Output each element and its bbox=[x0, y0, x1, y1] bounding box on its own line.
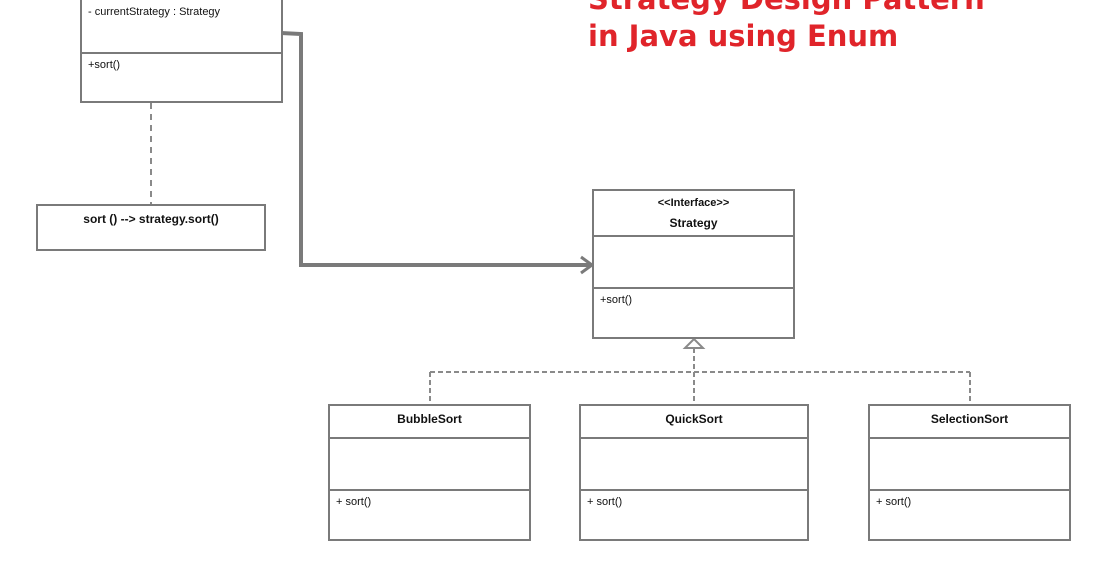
diagram-title-line-1: Strategy Design Pattern bbox=[588, 0, 985, 16]
bubblesort-class-box[interactable]: BubbleSort + sort() bbox=[328, 404, 531, 541]
quicksort-class-box[interactable]: QuickSort + sort() bbox=[579, 404, 809, 541]
quicksort-attributes bbox=[581, 437, 807, 489]
interface-attributes bbox=[594, 235, 793, 287]
quicksort-name: QuickSort bbox=[665, 412, 723, 426]
context-method: +sort() bbox=[82, 52, 281, 101]
context-attribute: - currentStrategy : Strategy bbox=[88, 6, 221, 18]
interface-method: +sort() bbox=[594, 287, 793, 337]
association-line bbox=[280, 31, 591, 267]
bubblesort-method: + sort() bbox=[330, 489, 529, 539]
note-box[interactable]: sort () --> strategy.sort() bbox=[36, 204, 266, 251]
realization-triangle bbox=[682, 337, 706, 349]
selectionsort-name: SelectionSort bbox=[930, 412, 1009, 426]
bubblesort-attributes bbox=[330, 437, 529, 489]
note-text: sort () --> strategy.sort() bbox=[83, 212, 219, 226]
interface-name: Strategy bbox=[669, 216, 718, 230]
selectionsort-method: + sort() bbox=[870, 489, 1069, 539]
diagram-title-line-2: in Java using Enum bbox=[588, 19, 899, 53]
strategy-interface-box[interactable]: <<Interface>> Strategy +sort() bbox=[592, 189, 795, 339]
selectionsort-class-box[interactable]: SelectionSort + sort() bbox=[868, 404, 1071, 541]
quicksort-method: + sort() bbox=[581, 489, 807, 539]
interface-stereotype: <<Interface>> bbox=[657, 197, 730, 209]
bubblesort-name: BubbleSort bbox=[397, 412, 462, 426]
context-class-box[interactable]: - currentStrategy : Strategy +sort() bbox=[80, 0, 283, 103]
selectionsort-attributes bbox=[870, 437, 1069, 489]
